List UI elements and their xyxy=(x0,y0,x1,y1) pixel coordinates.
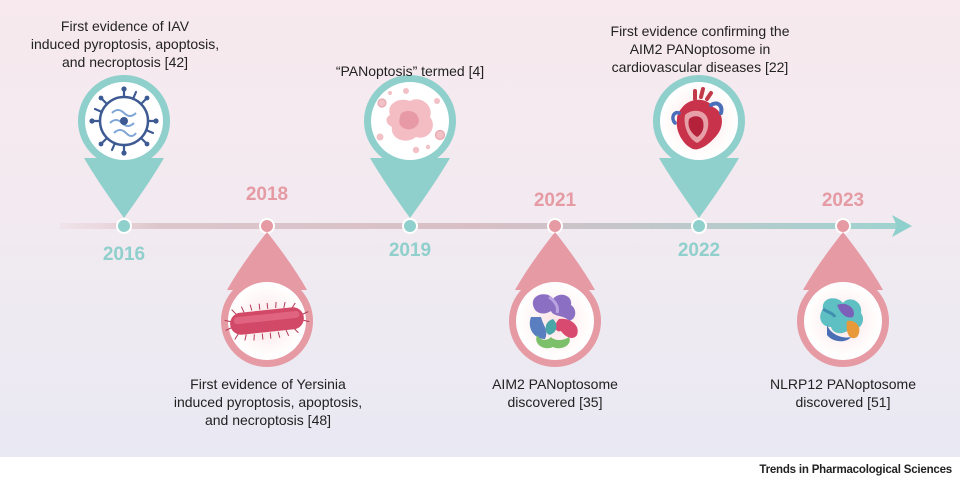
dying-cell-icon xyxy=(376,88,446,154)
pin-tail xyxy=(370,158,450,218)
event-text-2016: First evidence of IAV induced pyroptosis… xyxy=(30,18,220,70)
pin-tail xyxy=(84,158,164,218)
timeline-axis xyxy=(60,215,912,237)
heart-icon xyxy=(671,87,724,150)
pin-tail xyxy=(659,158,739,218)
timeline-dot-2021 xyxy=(547,218,563,234)
pin-2023 xyxy=(797,218,889,367)
pin-2016 xyxy=(78,75,170,234)
timeline-dot-2016 xyxy=(116,218,132,234)
event-text-2022: First evidence confirming the AIM2 PANop… xyxy=(610,23,790,75)
pin-tail xyxy=(227,232,307,290)
influenza-virus-icon xyxy=(89,86,159,156)
axis-line xyxy=(60,223,898,229)
timeline-dot-2019 xyxy=(402,218,418,234)
pin-2018 xyxy=(221,218,313,367)
axis-arrowhead-icon xyxy=(892,215,912,237)
year-label-2021: 2021 xyxy=(533,190,577,211)
protein-complex-icon xyxy=(529,294,578,349)
pin-tail xyxy=(515,232,595,290)
event-text-2019: “PANoptosis” termed [4] xyxy=(335,63,485,79)
year-label-2018: 2018 xyxy=(245,184,289,205)
timeline-dot-2023 xyxy=(835,218,851,234)
pin-2021 xyxy=(509,218,601,367)
protein-complex-icon xyxy=(820,298,864,342)
pin-tail xyxy=(803,232,883,290)
timeline-dot-2022 xyxy=(691,218,707,234)
timeline-diagram xyxy=(60,75,912,367)
year-label-2016: 2016 xyxy=(102,244,146,265)
year-label-2023: 2023 xyxy=(821,190,865,211)
year-label-2022: 2022 xyxy=(677,240,721,261)
pin-circle-inner xyxy=(516,282,594,360)
timeline-dot-2018 xyxy=(259,218,275,234)
event-text-2023: NLRP12 PANoptosome discovered [51] xyxy=(769,376,917,410)
pin-2022 xyxy=(653,75,745,234)
bacterium-icon xyxy=(224,301,310,341)
journal-credit: Trends in Pharmacological Sciences xyxy=(759,464,952,476)
event-text-2018: First evidence of Yersinia induced pyrop… xyxy=(173,376,363,428)
year-label-2019: 2019 xyxy=(388,240,432,261)
event-text-2021: AIM2 PANoptosome discovered [35] xyxy=(492,376,618,410)
pin-2019 xyxy=(364,75,456,234)
